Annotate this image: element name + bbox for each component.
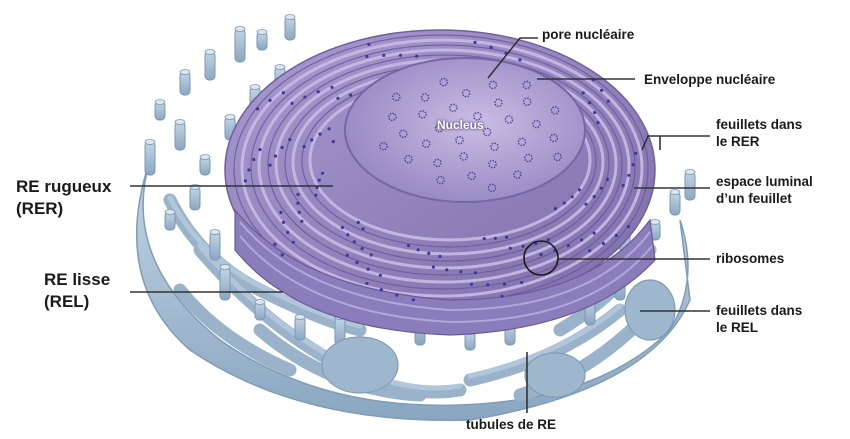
- label-tubules: tubules de RE: [466, 417, 557, 432]
- label-rer: RE rugueux (RER): [16, 176, 111, 220]
- label-lumen: espace luminal d’un feuillet: [716, 173, 813, 207]
- label-rer-sheets-line2: le RER: [716, 134, 760, 149]
- label-rel: RE lisse (REL): [44, 269, 110, 313]
- label-rer-sheets: feuillets dans le RER: [716, 116, 802, 150]
- label-rel-line2: (REL): [44, 292, 90, 311]
- nucleus-label: Nucleus: [437, 118, 484, 132]
- label-lumen-line1: espace luminal: [716, 174, 813, 189]
- label-pore: pore nucléaire: [542, 27, 635, 42]
- label-envelope: Enveloppe nucléaire: [644, 72, 776, 87]
- nucleus: [344, 57, 586, 203]
- label-lumen-line2: d’un feuillet: [716, 191, 792, 206]
- label-ribosomes: ribosomes: [716, 251, 785, 266]
- label-rel-sheets-line2: le REL: [716, 320, 759, 335]
- label-rer-sheets-line1: feuillets dans: [716, 117, 803, 132]
- label-rer-line1: RE rugueux: [16, 177, 112, 196]
- ribosome-highlight: [523, 240, 559, 276]
- label-rel-line1: RE lisse: [44, 270, 111, 289]
- leader-lines: [130, 37, 710, 413]
- label-rel-sheets-line1: feuillets dans: [716, 303, 803, 318]
- label-rer-line2: (RER): [16, 199, 64, 218]
- label-rel-sheets: feuillets dans le REL: [716, 302, 802, 336]
